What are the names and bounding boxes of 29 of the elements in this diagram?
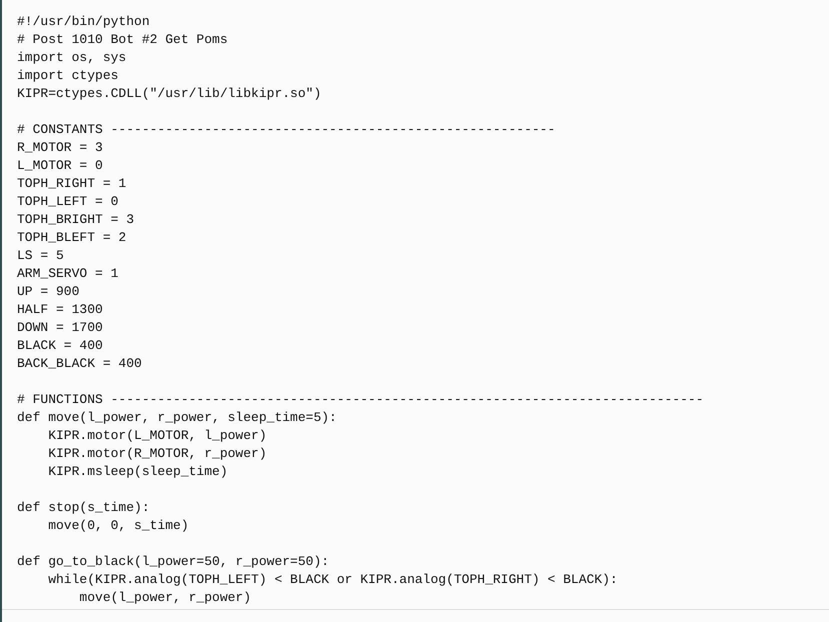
code-line: BLACK = 400	[17, 338, 103, 354]
code-line: # FUNCTIONS ----------------------------------------------------------------------------	[17, 392, 704, 408]
code-line: BACK_BLACK = 400	[17, 356, 142, 372]
code-line: KIPR.motor(R_MOTOR, r_power)	[47, 446, 267, 462]
code-line: def go_to_black(l_power=50, r_power=50):	[17, 554, 330, 570]
code-line: L_MOTOR = 0	[17, 158, 103, 174]
code-line: KIPR=ctypes.CDLL("/usr/lib/libkipr.so")	[17, 86, 322, 102]
code-line: move(0, 0, s_time)	[47, 518, 189, 534]
code-line: # CONSTANTS ---------------------------------------------------------	[17, 122, 556, 138]
code-line: UP = 900	[17, 284, 80, 300]
code-line: ARM_SERVO = 1	[17, 266, 118, 282]
code-line: move(l_power, r_power)	[78, 590, 252, 606]
code-line: TOPH_BRIGHT = 3	[17, 212, 134, 228]
code-line: while(KIPR.analog(TOPH_LEFT) < BLACK or KIPR.analog(TOPH_RIGHT) < BLACK):	[47, 572, 618, 588]
code-line: #!/usr/bin/python	[17, 14, 150, 30]
code-line: KIPR.msleep(sleep_time)	[47, 464, 228, 480]
code-line: import os, sys	[17, 50, 126, 66]
code-line: KIPR.motor(L_MOTOR, l_power)	[47, 428, 267, 444]
code-line: def move(l_power, r_power, sleep_time=5):	[17, 410, 337, 426]
code-line: HALF = 1300	[17, 302, 103, 318]
code-line: import ctypes	[17, 68, 118, 84]
code-line: TOPH_BLEFT = 2	[17, 230, 126, 246]
code-line: TOPH_LEFT = 0	[17, 194, 118, 210]
code-line: R_MOTOR = 3	[17, 140, 103, 156]
code-line: # Post 1010 Bot #2 Get Poms	[17, 32, 228, 48]
code-line: DOWN = 1700	[17, 320, 103, 336]
code-line: LS = 5	[17, 248, 64, 264]
code-line: TOPH_RIGHT = 1	[17, 176, 126, 192]
code-line: def stop(s_time):	[17, 500, 150, 516]
